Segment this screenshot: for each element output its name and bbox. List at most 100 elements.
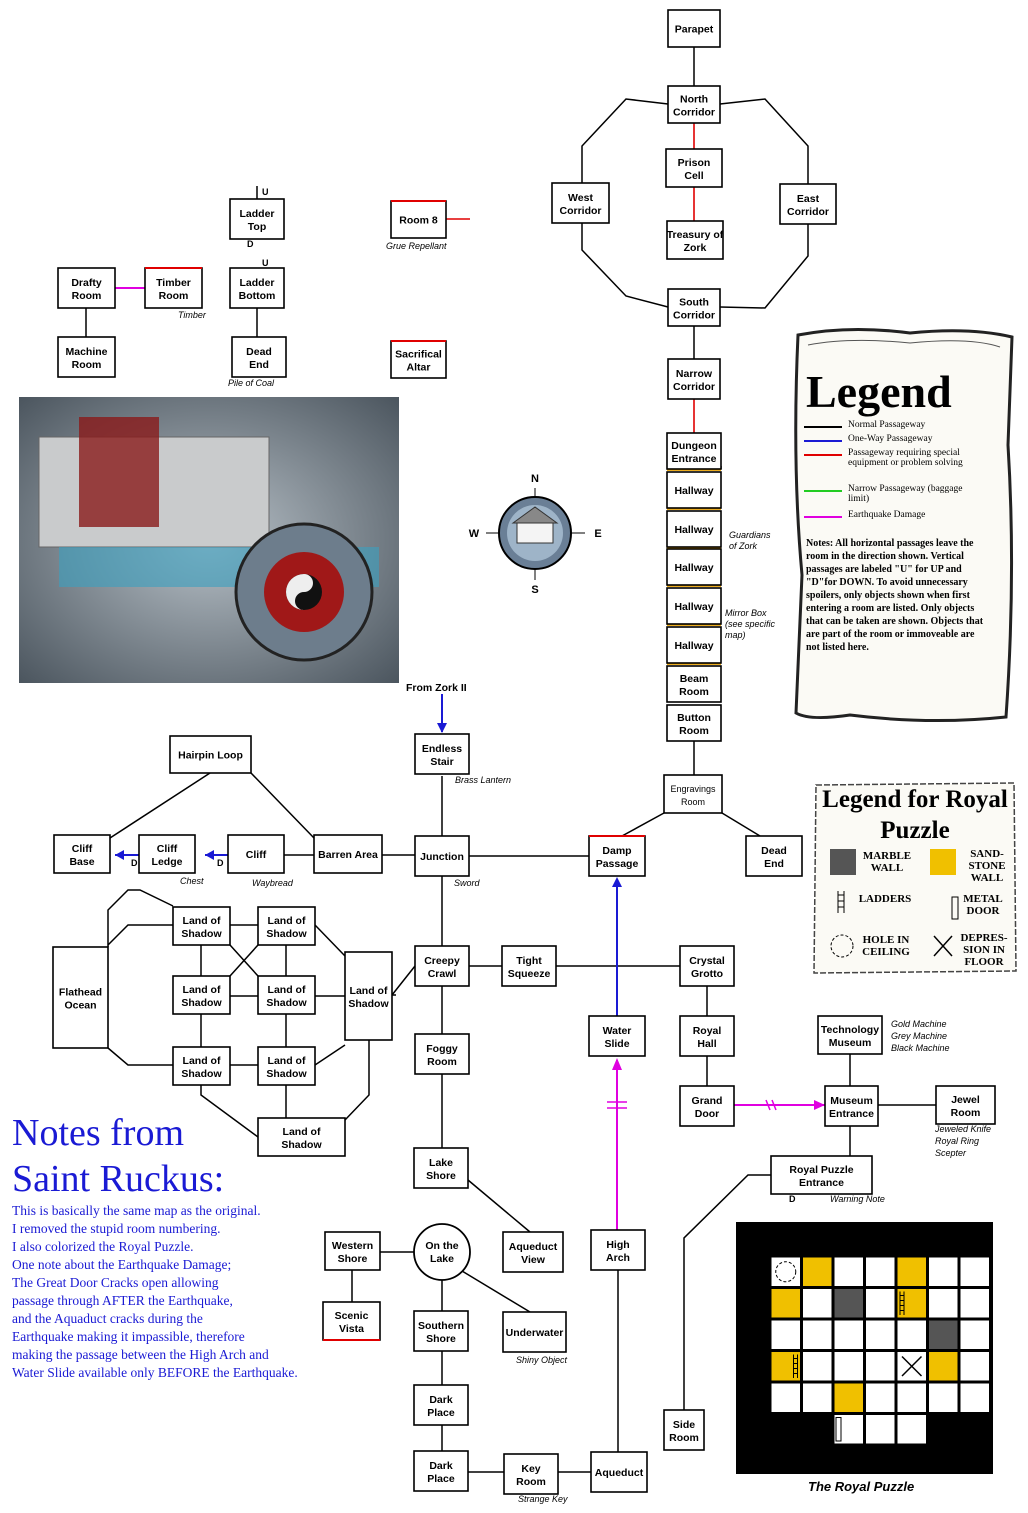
puzzle-cell <box>896 1319 927 1350</box>
compass: N S W E <box>469 473 602 596</box>
passage-line <box>771 1099 777 1111</box>
puzzle-cell <box>833 1256 864 1287</box>
label-sword: Sword <box>454 878 481 888</box>
earthquake-arrow <box>814 1100 825 1110</box>
svg-text:Dark: Dark <box>429 1394 453 1406</box>
puzzle-cell <box>802 1319 833 1350</box>
puzzle-cell <box>928 1414 959 1445</box>
svg-text:Land of: Land of <box>350 985 388 997</box>
puzzle-cell <box>959 1382 990 1413</box>
ladders-icon <box>837 891 845 913</box>
svg-text:Crawl: Crawl <box>428 968 457 980</box>
passage-line <box>765 1099 771 1111</box>
legend-row: Normal Passageway <box>804 420 984 434</box>
metal-door-icon <box>951 896 959 920</box>
direction-down: D <box>247 239 254 249</box>
svg-text:Endless: Endless <box>422 743 462 755</box>
puzzle-cell <box>959 1288 990 1319</box>
passage-line <box>107 889 174 947</box>
svg-text:Zork: Zork <box>684 242 707 254</box>
svg-text:Ladder: Ladder <box>239 208 274 220</box>
direction-down: D <box>217 858 224 868</box>
label-royal_puzzle_caption: The Royal Puzzle <box>808 1479 914 1494</box>
passageways <box>85 47 936 1473</box>
notes-line: passage through AFTER the Earthquake, <box>12 1293 233 1308</box>
svg-text:Shadow: Shadow <box>266 1068 307 1080</box>
svg-text:Land of: Land of <box>183 915 221 927</box>
legend-notes: Notes: All horizontal passages leave the… <box>806 538 984 653</box>
room-cliff: Cliff <box>227 834 285 874</box>
svg-text:Room: Room <box>159 290 189 302</box>
room-aqueduct: Aqueduct <box>590 1451 648 1493</box>
svg-text:Parapet: Parapet <box>675 24 714 36</box>
svg-text:Engravings: Engravings <box>670 784 716 794</box>
logo-red-z <box>79 417 159 527</box>
svg-text:Machine: Machine <box>65 346 107 358</box>
svg-text:Entrance: Entrance <box>672 453 717 465</box>
svg-text:Entrance: Entrance <box>799 1177 844 1189</box>
svg-text:Squeeze: Squeeze <box>508 968 551 980</box>
svg-text:Beam: Beam <box>680 673 709 685</box>
puzzle-cell <box>928 1256 959 1287</box>
svg-text:View: View <box>521 1254 546 1266</box>
hole-in-ceiling-icon <box>830 934 854 958</box>
legend-label: One-Way Passageway <box>848 434 933 444</box>
label-shiny_object: Shiny Object <box>516 1355 568 1365</box>
royal-legend-title: Legend for Royal Puzzle <box>822 786 1008 844</box>
passage-line <box>314 924 346 957</box>
svg-text:Flathead: Flathead <box>59 987 102 999</box>
metal-door-icon <box>835 1417 842 1442</box>
label-brass_lantern: Brass Lantern <box>455 775 511 785</box>
svg-text:Room: Room <box>516 1476 546 1488</box>
compass-north: N <box>531 473 539 485</box>
svg-text:Land of: Land of <box>268 984 306 996</box>
svg-text:Key: Key <box>521 1463 540 1475</box>
svg-text:Water: Water <box>603 1025 632 1037</box>
puzzle-cell <box>770 1414 801 1445</box>
svg-text:Drafty: Drafty <box>71 277 102 289</box>
passage-line <box>719 98 809 184</box>
puzzle-cell <box>770 1288 801 1319</box>
ladders-label: LADDERS <box>858 893 912 905</box>
room-hallway-5: Hallway <box>666 626 722 664</box>
passage-line <box>229 944 259 977</box>
svg-text:Jewel: Jewel <box>951 1094 980 1106</box>
legend-parchment <box>794 327 1014 723</box>
puzzle-cell <box>833 1319 864 1350</box>
svg-text:Shadow: Shadow <box>181 1068 222 1080</box>
svg-text:Hallway: Hallway <box>674 640 713 652</box>
svg-text:Tight: Tight <box>516 955 542 967</box>
svg-text:Top: Top <box>248 221 266 233</box>
puzzle-cell <box>928 1288 959 1319</box>
svg-text:Lake: Lake <box>429 1157 453 1169</box>
label-strange_key: Strange Key <box>518 1494 568 1504</box>
sandstone-wall-label: SAND-STONE WALL <box>968 848 1006 884</box>
svg-text:Treasury of: Treasury of <box>667 229 724 241</box>
room-hallway-4: Hallway <box>666 587 722 625</box>
svg-text:End: End <box>249 359 269 371</box>
puzzle-cell <box>896 1288 927 1319</box>
passage-line <box>250 772 315 839</box>
label-chest: Chest <box>180 876 204 886</box>
one-way-arrow <box>437 723 447 733</box>
svg-text:Royal Puzzle: Royal Puzzle <box>789 1164 853 1176</box>
